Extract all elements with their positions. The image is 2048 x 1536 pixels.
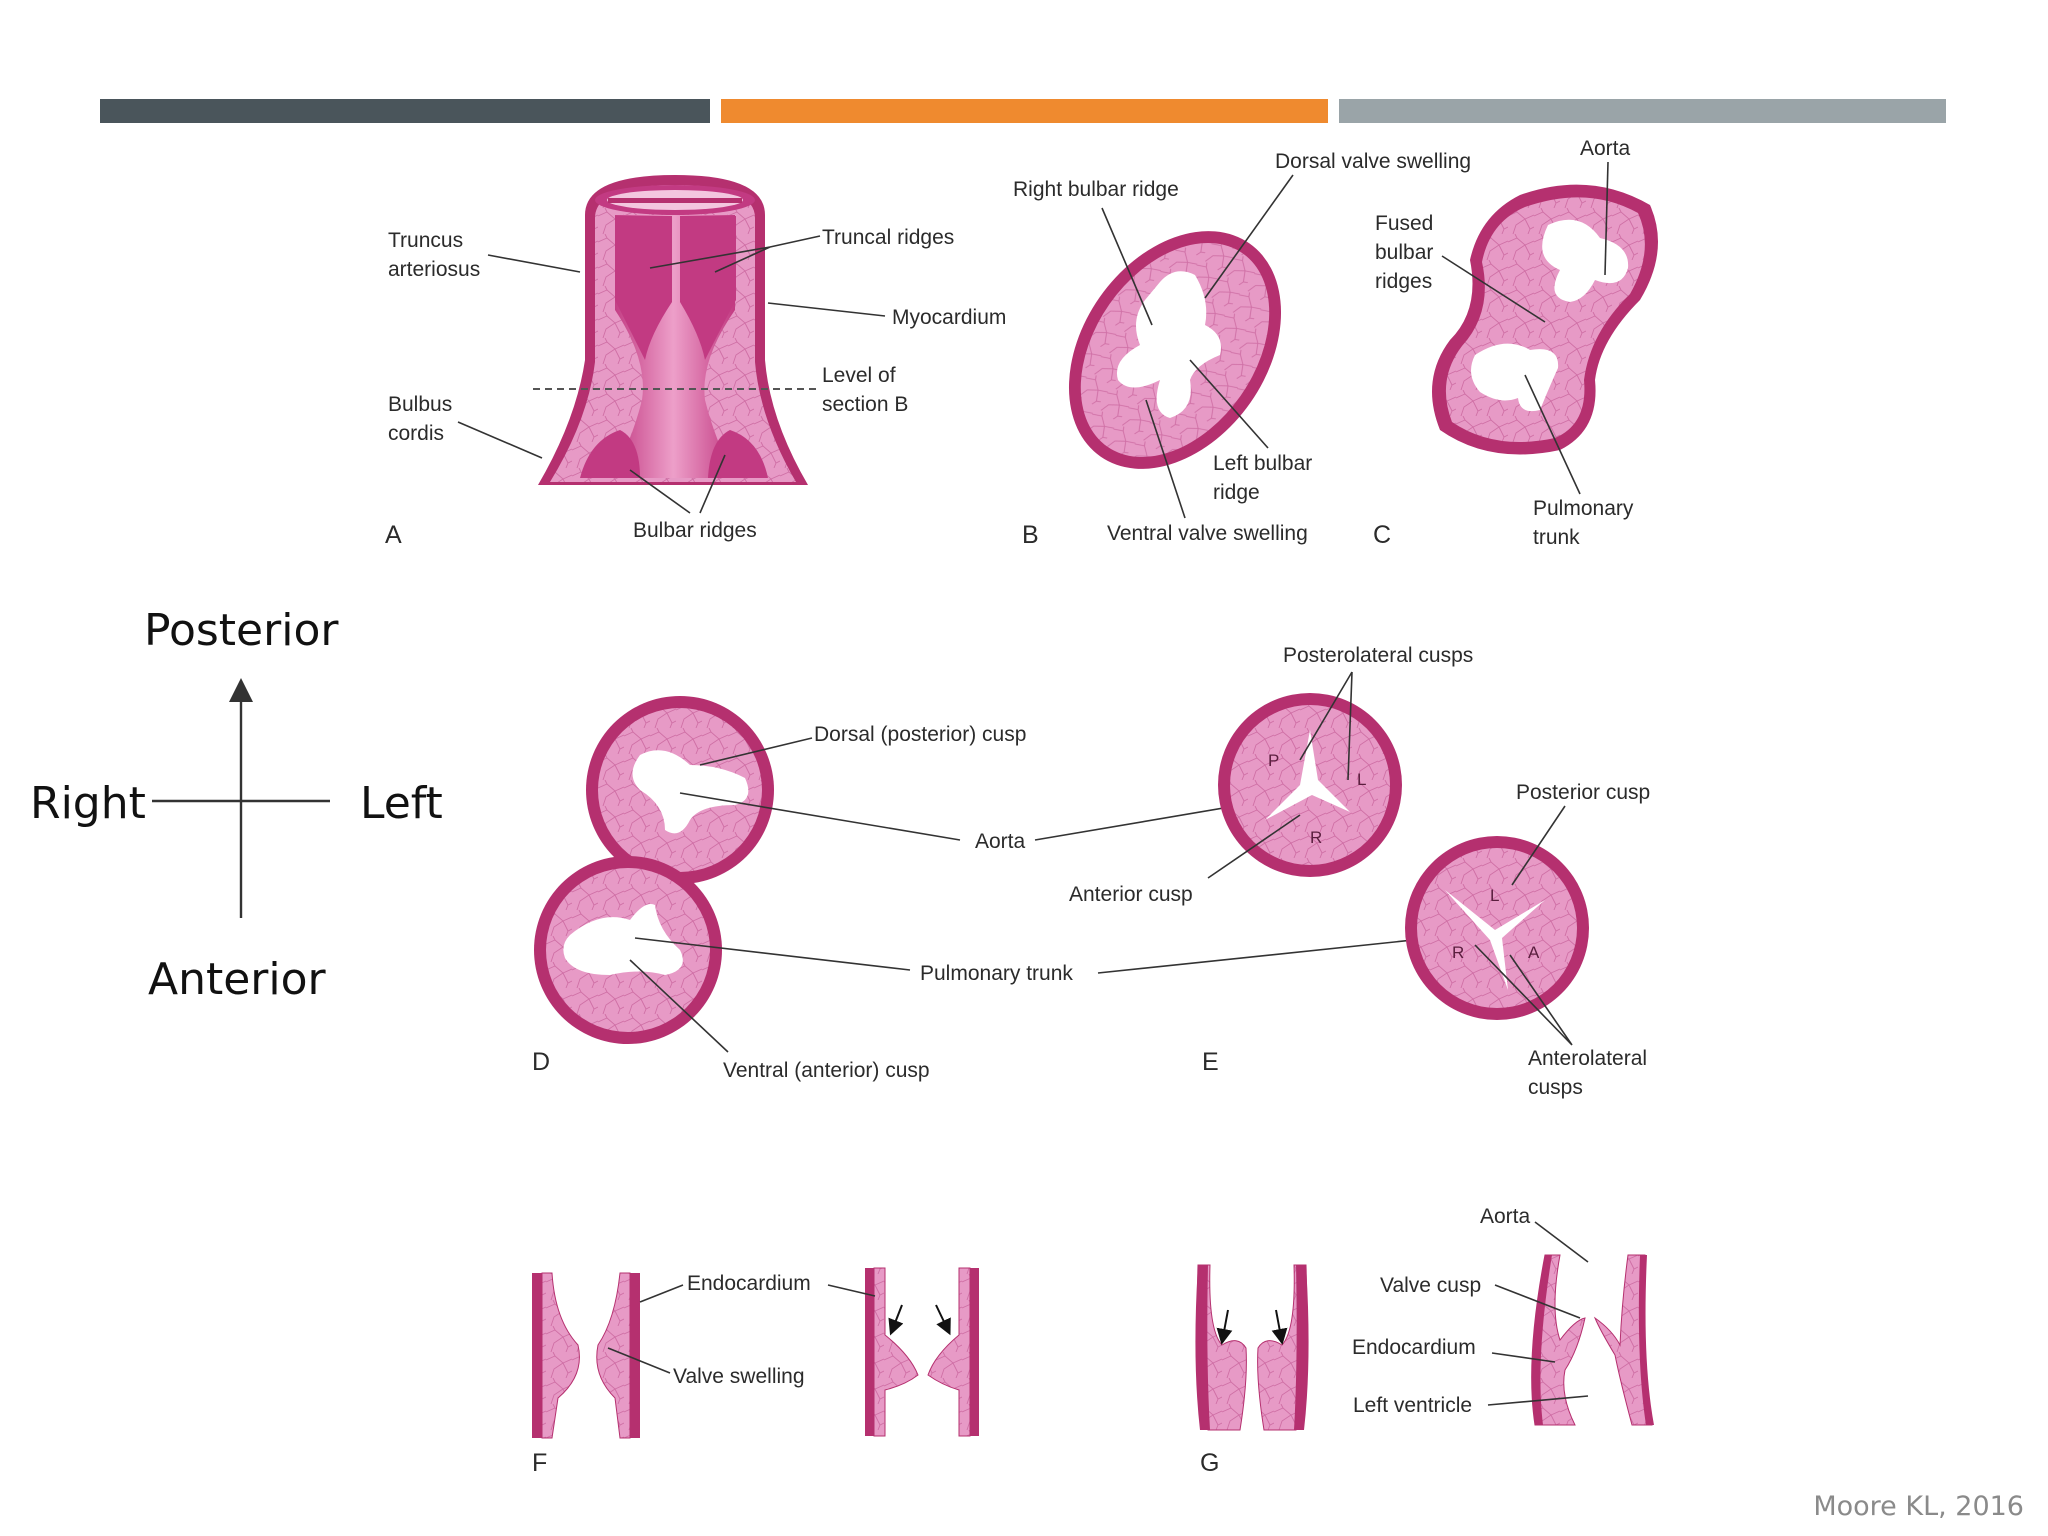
label-myocardium: Myocardium [892,306,1006,329]
header-bar-orange [721,99,1328,123]
panel-d: Dorsal (posterior) cusp Aorta Pulmonary … [532,696,1073,1082]
label-aorta-g: Aorta [1480,1205,1531,1228]
label-fused-2: bulbar [1375,241,1433,264]
truncal-ridge-left [615,216,672,360]
pulmonary-lumen [1471,343,1559,412]
panel-letter-c: C [1373,521,1391,549]
cusp-a-pulmonary: A [1528,943,1540,962]
cusp-l-pulmonary: L [1490,886,1499,905]
header-bar-dark [100,99,710,123]
label-pulmonary-d: Pulmonary trunk [920,962,1073,985]
panel-letter-a: A [385,521,402,549]
panel-letter-g: G [1200,1449,1219,1477]
header-bar-gray [1339,99,1946,123]
label-fused-1: Fused [1375,212,1433,235]
label-pulmonary-1: Pulmonary [1533,497,1634,520]
cusp-r-pulmonary: R [1452,943,1464,962]
panel-letter-f: F [532,1449,547,1477]
label-endocardium-g: Endocardium [1352,1336,1476,1359]
label-level-2: section B [822,393,908,416]
label-left-bulbar-1: Left bulbar [1213,452,1312,475]
label-right: Right [30,778,146,829]
panel-b: Right bulbar ridge Dorsal valve swelling… [1013,150,1471,549]
label-fused-3: ridges [1375,270,1432,293]
cusp-r: R [1310,828,1322,847]
label-aorta: Aorta [1580,137,1631,160]
label-truncal-ridges: Truncal ridges [822,226,954,249]
label-dorsal-valve-swelling: Dorsal valve swelling [1275,150,1471,173]
label-bulbus-2: cordis [388,422,444,445]
label-posterior-cusp: Posterior cusp [1516,781,1650,804]
cusp-p: P [1268,751,1279,770]
panel-g: Aorta Valve cusp Endocardium Left ventri… [1195,1205,1654,1477]
panel-letter-b: B [1022,521,1039,549]
citation: Moore KL, 2016 [1813,1491,2024,1522]
label-aorta-d: Aorta [975,830,1026,853]
label-anterolateral-1: Anterolateral [1528,1047,1647,1070]
panel-c: Aorta Fused bulbar ridges Pulmonary trun… [1373,137,1658,549]
label-anterolateral-2: cusps [1528,1076,1583,1099]
label-endocardium-f: Endocardium [687,1272,811,1295]
aortic-valve-lumen [1265,730,1350,820]
label-anterior: Anterior [148,954,327,1005]
panel-letter-d: D [532,1048,550,1076]
bulbus-section-lumen [1116,271,1221,418]
aorta-lumen-d [632,750,749,834]
label-bulbar-ridges: Bulbar ridges [633,519,757,542]
panel-a: Truncus arteriosus Truncal ridges Myocar… [385,175,1006,549]
truncal-ridge-right [680,216,736,360]
label-dorsal-cusp: Dorsal (posterior) cusp [814,723,1026,746]
label-valve-swelling: Valve swelling [673,1365,805,1388]
label-posterolateral-cusps: Posterolateral cusps [1283,644,1473,667]
label-ventral-cusp: Ventral (anterior) cusp [723,1059,930,1082]
label-pulmonary-2: trunk [1533,526,1580,549]
panel-e: P L R L R A Posterolateral cusps Posteri… [1069,644,1650,1099]
label-ventral-valve-swelling: Ventral valve swelling [1107,522,1308,545]
pulmonary-lumen-d [563,904,683,975]
label-posterior: Posterior [144,605,339,656]
bulbar-ridge-left [580,430,640,478]
label-left-ventricle: Left ventricle [1353,1394,1472,1417]
cusp-l: L [1357,770,1366,789]
label-left: Left [360,778,443,829]
panel-f: Endocardium Valve swelling F [532,1267,979,1477]
pulmonary-valve-lumen [1445,890,1545,990]
label-truncus-1: Truncus [388,229,463,252]
label-valve-cusp: Valve cusp [1380,1274,1481,1297]
orientation-compass: Posterior Anterior Right Left [30,605,443,1005]
bulbar-ridge-right [708,430,768,478]
label-truncus-2: arteriosus [388,258,480,281]
label-anterior-cusp: Anterior cusp [1069,883,1193,906]
panel-letter-e: E [1202,1048,1219,1076]
label-right-bulbar-ridge: Right bulbar ridge [1013,178,1179,201]
label-bulbus-1: Bulbus [388,393,452,416]
label-level-1: Level of [822,364,896,387]
label-left-bulbar-2: ridge [1213,481,1260,504]
